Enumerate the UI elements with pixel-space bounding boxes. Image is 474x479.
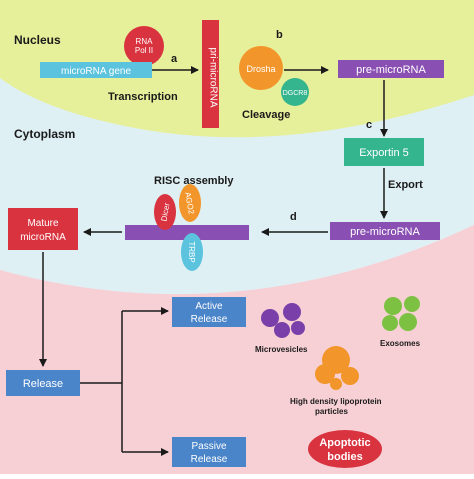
mature-label-1: Mature <box>27 218 59 229</box>
microvesicles-label: Microvesicles <box>255 345 308 354</box>
pre-microrna-cytoplasm-box <box>330 222 440 240</box>
pre-microrna-cytoplasm-label: pre-microRNA <box>350 226 420 238</box>
apoptotic-bodies-ellipse <box>308 430 382 468</box>
rna-pol-ii-circle <box>124 26 164 66</box>
apoptotic-label-2: bodies <box>327 451 362 463</box>
trbp-ellipse <box>181 233 203 271</box>
exosomes-icon <box>382 296 420 331</box>
dicer-ellipse <box>154 194 176 230</box>
trbp-label: TRBP <box>187 241 196 262</box>
drosha-circle <box>239 46 283 90</box>
transcription-label: Transcription <box>108 91 178 103</box>
step-a-label: a <box>171 53 178 65</box>
ago2-label: AGO2 <box>183 191 196 215</box>
dicer-label: Dicer <box>159 202 171 222</box>
active-label-1: Active <box>195 301 223 312</box>
rna-pol-label-2: Pol II <box>135 46 153 55</box>
mature-microrna-box <box>8 208 78 250</box>
dgcr8-circle <box>281 78 309 106</box>
nucleus-region <box>0 0 474 138</box>
pri-microrna-bar <box>202 20 219 128</box>
pre-microrna-nucleus-label: pre-microRNA <box>356 64 426 76</box>
step-d-label: d <box>290 211 297 223</box>
apoptotic-label-1: Apoptotic <box>319 437 370 449</box>
active-label-2: Release <box>191 314 228 325</box>
pre-microrna-nucleus-box <box>338 60 444 78</box>
active-release-box <box>172 297 246 327</box>
exportin-5-box <box>344 138 424 166</box>
cleavage-label: Cleavage <box>242 109 290 121</box>
microrna-gene-label: microRNA gene <box>61 66 131 77</box>
risc-bar <box>125 225 249 240</box>
microvesicles-icon <box>261 303 305 338</box>
release-box <box>6 370 80 396</box>
rna-pol-label-1: RNA <box>136 37 154 46</box>
passive-release-box <box>172 437 246 467</box>
exportin-5-label: Exportin 5 <box>359 147 409 159</box>
hdl-label-1: High density lipoprotein <box>290 397 382 406</box>
passive-label-1: Passive <box>191 441 226 452</box>
cytoplasm-label: Cytoplasm <box>14 127 75 141</box>
release-label: Release <box>23 378 63 390</box>
ago2-ellipse <box>179 184 201 222</box>
mature-label-2: microRNA <box>20 232 66 243</box>
step-c-label: c <box>366 119 372 131</box>
risc-assembly-label: RISC assembly <box>154 175 234 187</box>
hdl-particles-icon <box>315 346 359 390</box>
pri-microrna-label: pri-microRNA <box>208 48 219 108</box>
hdl-label-2: particles <box>315 407 348 416</box>
microrna-gene-box <box>40 62 152 78</box>
nucleus-label: Nucleus <box>14 33 61 47</box>
dgcr8-label: DGCR8 <box>283 90 308 97</box>
drosha-label: Drosha <box>246 64 275 74</box>
step-b-label: b <box>276 29 283 41</box>
export-label: Export <box>388 179 423 191</box>
passive-label-2: Release <box>191 454 228 465</box>
exosomes-label: Exosomes <box>380 339 421 348</box>
